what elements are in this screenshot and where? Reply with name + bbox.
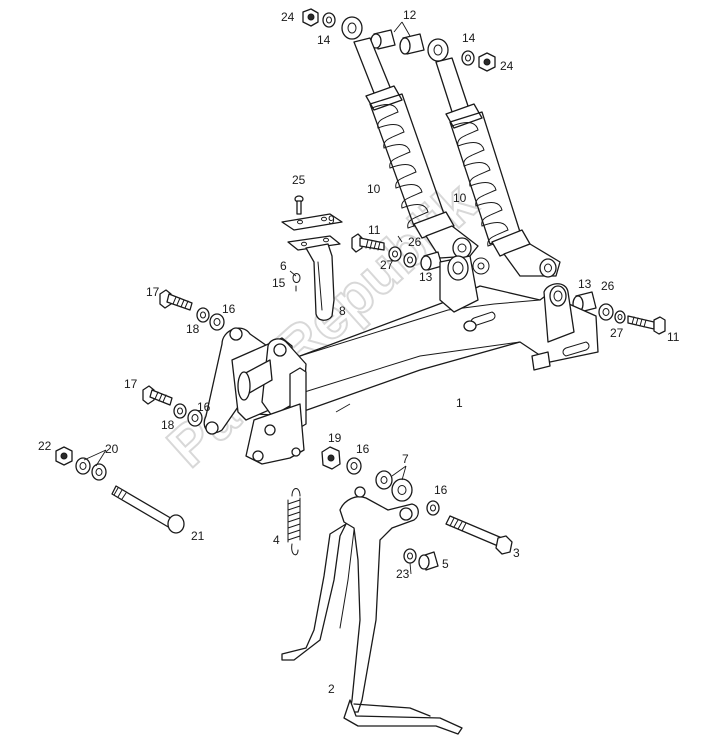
bushing-19 — [321, 446, 341, 470]
bolt-3 — [445, 515, 513, 555]
callout-23: 23 — [396, 567, 410, 581]
bushing-13-right — [572, 291, 597, 313]
washer-26-left — [403, 252, 417, 268]
callout-5: 5 — [442, 557, 449, 571]
callout-3: 3 — [513, 546, 520, 560]
callout-2: 2 — [328, 682, 335, 696]
callout-16-lower: 16 — [197, 400, 211, 414]
pivot-hardware-upper — [159, 289, 225, 331]
bushing-12-right — [399, 33, 425, 55]
bushing-5 — [418, 551, 439, 571]
front-mounting-bracket — [203, 327, 307, 465]
callout-4: 4 — [273, 533, 280, 547]
washer-16-lower — [187, 409, 203, 427]
bushing-12-left — [370, 29, 396, 50]
clip-15 — [292, 273, 301, 292]
strap-8 — [305, 243, 335, 321]
callout-20: 20 — [105, 442, 119, 456]
callout-24-right: 24 — [500, 59, 514, 73]
shock-absorber-left — [353, 37, 479, 259]
callout-13-right: 13 — [578, 277, 592, 291]
pivot-hardware-lower — [142, 385, 203, 427]
screw-25 — [294, 195, 304, 215]
callout-16-mid: 16 — [356, 442, 370, 456]
washer-20-a — [75, 457, 91, 475]
center-stand — [281, 486, 463, 735]
nut-22 — [55, 446, 73, 466]
pin-21 — [111, 485, 185, 534]
nut-24-left — [302, 8, 319, 27]
callout-27-left: 27 — [380, 258, 394, 272]
callout-27-right: 27 — [610, 326, 624, 340]
callout-11-right: 11 — [667, 330, 680, 344]
callout-7: 7 — [402, 452, 409, 466]
callout-13-left: 13 — [419, 270, 433, 284]
swingarm-frame — [239, 255, 599, 417]
callout-26-left: 26 — [408, 235, 422, 249]
leader-lines — [83, 21, 412, 575]
bolt-17-upper — [159, 289, 193, 311]
plate-6 — [287, 235, 341, 251]
washer-14-upper-left — [341, 16, 363, 40]
bolt-11-right — [627, 315, 666, 335]
callout-10-left: 10 — [367, 182, 381, 196]
callout-10-right: 10 — [453, 191, 467, 205]
callout-18-lower: 18 — [161, 418, 175, 432]
washer-14-right — [461, 50, 475, 66]
washer-16-mid — [346, 457, 362, 475]
callout-21: 21 — [191, 529, 205, 543]
stand-bolt-hardware — [426, 500, 513, 555]
callout-6: 6 — [280, 259, 287, 273]
top-hardware — [302, 8, 496, 72]
callout-14-right: 14 — [462, 31, 476, 45]
callout-12: 12 — [403, 8, 417, 22]
callout-1: 1 — [456, 396, 463, 410]
washer-27-right — [614, 310, 626, 324]
bracket-assembly — [281, 195, 343, 321]
bushing-7-a — [375, 470, 393, 490]
callout-14-left: 14 — [317, 33, 331, 47]
washer-16-upper — [209, 313, 225, 331]
callout-16-right: 16 — [434, 483, 448, 497]
washer-14-left — [322, 12, 336, 28]
bolt-17-lower — [142, 385, 173, 406]
washer-23 — [403, 548, 417, 564]
stand-pivot-hardware — [321, 446, 413, 502]
washer-27-left — [388, 246, 402, 262]
washer-14-upper-right — [427, 38, 449, 62]
nut-24-right — [478, 52, 496, 72]
callout-19: 19 — [328, 431, 342, 445]
washer-18-upper — [196, 307, 210, 323]
callout-8: 8 — [339, 304, 346, 318]
callout-24-left: 24 — [281, 10, 295, 24]
callout-25: 25 — [292, 173, 306, 187]
gear-icon — [472, 257, 490, 275]
washer-20-b — [91, 463, 107, 481]
callout-15: 15 — [272, 276, 286, 290]
shock-absorber-right — [435, 57, 561, 278]
mount-hardware-left — [351, 233, 443, 271]
callout-22: 22 — [38, 439, 52, 453]
washer-26-right — [598, 303, 614, 321]
callout-labels: 1 2 3 4 5 6 7 8 9 10 10 11 11 12 13 13 1… — [38, 8, 680, 696]
stand-bushings — [403, 548, 439, 571]
callout-16-upper: 16 — [222, 302, 236, 316]
stand-pin-hardware — [55, 446, 185, 534]
callout-17-upper: 17 — [146, 285, 160, 299]
bolt-11-left — [351, 233, 385, 253]
callout-9: 9 — [328, 213, 335, 227]
callout-26-right: 26 — [601, 279, 615, 293]
washer-18-lower — [173, 403, 187, 419]
callout-11-left: 11 — [368, 223, 381, 237]
washer-16-right — [426, 500, 440, 516]
callout-18-upper: 18 — [186, 322, 200, 336]
callout-17-lower: 17 — [124, 377, 138, 391]
mount-hardware-right — [572, 291, 666, 335]
plate-9 — [281, 213, 343, 231]
spring-4 — [287, 488, 301, 556]
bushing-7-b — [391, 478, 413, 502]
